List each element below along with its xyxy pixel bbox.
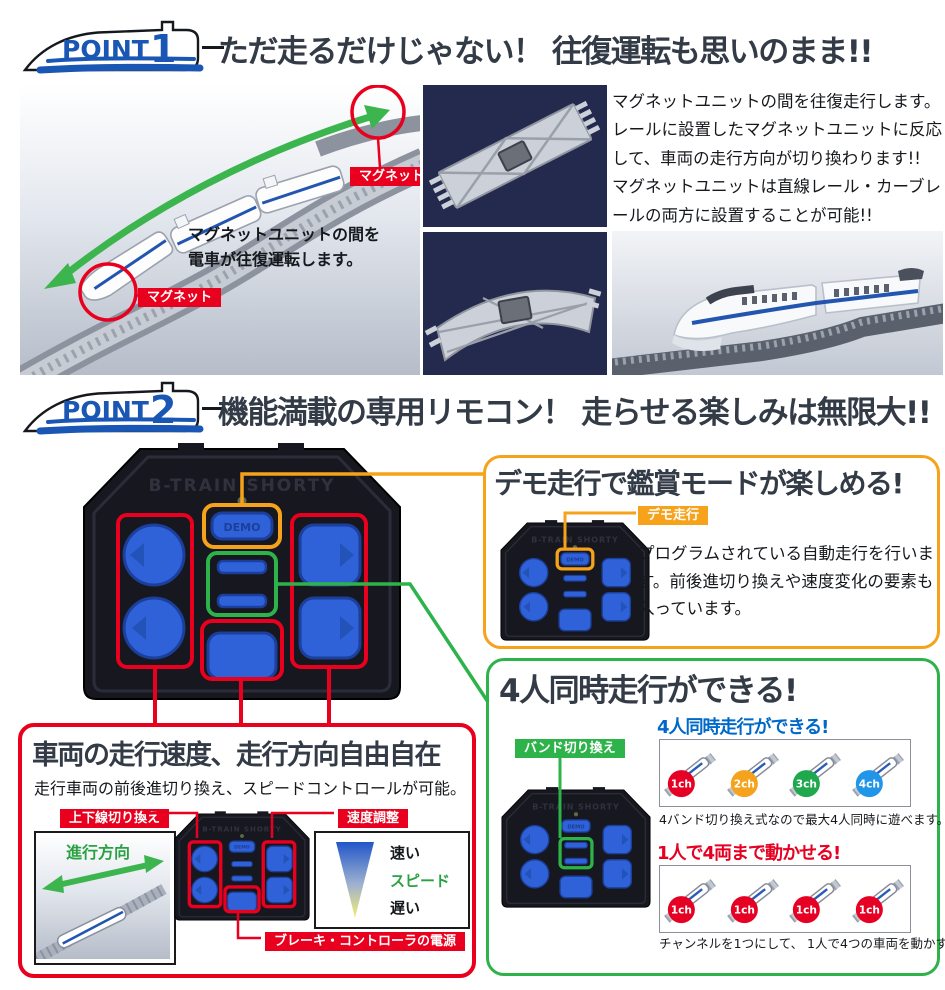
speed-adjust-tag: 速度調整	[338, 809, 409, 828]
svg-text:2ch: 2ch	[733, 777, 754, 790]
four-player-caption: 4バンド切り換え式なので最大4人同時に遊べます。	[659, 812, 945, 827]
speed-gradient-icon	[336, 842, 374, 918]
curved-rail-photo	[423, 232, 607, 375]
point1-train-photo	[612, 231, 943, 375]
demo-button-highlight	[202, 503, 282, 549]
svg-text:1ch: 1ch	[858, 903, 879, 916]
direction-buttons-highlight	[187, 840, 223, 909]
direction-label: 進行方向	[66, 843, 131, 862]
straight-rail-photo	[423, 85, 607, 227]
control-box-title: 車両の走行速度、走行方向自由自在	[32, 740, 442, 771]
round-trip-arrow-icon	[44, 105, 390, 289]
train-car-rear	[255, 165, 345, 214]
point1-badge-number: 1	[150, 27, 176, 71]
speed-mid-label: スピード	[390, 871, 451, 890]
magnet-callout-line-top	[376, 137, 382, 169]
four-channel-strip: 1ch 2ch 3ch 4ch	[659, 739, 911, 807]
power-button-highlight	[223, 885, 261, 914]
magnet-tag-top: マグネット	[350, 167, 420, 186]
band-buttons-highlight	[558, 837, 594, 870]
channel-train-1ch: 1ch	[726, 879, 779, 924]
point2-badge-label: POINT	[62, 396, 149, 425]
channel-train-1ch: 1ch	[664, 879, 717, 924]
magnet-unit	[497, 295, 533, 325]
demo-tag: デモ走行	[638, 506, 709, 525]
demo-remote-photo	[500, 520, 650, 641]
control-box-subtitle: 走行車両の前後進切り換え、スピードコントロールが可能。	[34, 779, 467, 798]
brake-power-tag: ブレーキ・コントローラの電源	[265, 932, 466, 951]
demo-feature-box: デモ走行で鑑賞モードが楽しめる! デモ走行 プログラムされている自動走行を行いま…	[483, 455, 940, 649]
multiplayer-feature-box: 4人同時走行ができる! バンド切り換え 4人同時走行ができる! 1ch 2ch	[486, 658, 945, 976]
point1-title: ただ走るだけじゃない！ 往復運転も思いのまま!!	[218, 34, 874, 70]
four-player-subhead: 4人同時走行ができる!	[657, 717, 829, 738]
svg-text:1ch: 1ch	[796, 903, 817, 916]
point2-badge-train-icon: POINT 2	[22, 381, 204, 435]
updown-switch-tag: 上下線切り換え	[60, 809, 170, 828]
point1-badge-label: POINT	[62, 35, 149, 64]
band-remote-photo	[501, 787, 651, 908]
speed-control-box: 車両の走行速度、走行方向自由自在 走行車両の前後進切り換え、スピードコントロール…	[18, 723, 476, 978]
channel-train-2ch: 2ch	[726, 753, 779, 798]
svg-text:3ch: 3ch	[796, 777, 817, 790]
channel-train-1ch: 1ch	[664, 753, 717, 798]
speed-slow-label: 遅い	[390, 899, 421, 917]
speed-diagram: 速い スピード 遅い	[314, 831, 470, 929]
speed-fast-label: 速い	[390, 844, 421, 862]
channel-train-1ch: 1ch	[789, 879, 842, 924]
solo-subhead: 1人で4両まで動かせる!	[657, 843, 841, 864]
point1-photo-art	[20, 85, 420, 375]
train-car-middle	[170, 195, 262, 254]
direction-diagram: 進行方向	[34, 831, 176, 965]
point1-badge-train-icon: POINT 1	[22, 20, 204, 74]
band-buttons-highlight	[206, 551, 278, 617]
demo-box-title: デモ走行で鑑賞モードが楽しめる!	[494, 467, 904, 500]
point2-title: 機能満載の専用リモコン！ 走らせる楽しみは無限大!!	[218, 395, 932, 431]
control-remote-photo	[174, 811, 310, 921]
point1-main-photo: マグネット マグネット マグネットユニットの間を 電車が往復運転します。	[20, 85, 420, 375]
direction-arrow-icon	[42, 855, 164, 893]
svg-text:1ch: 1ch	[671, 777, 692, 790]
channel-train-4ch: 4ch	[851, 753, 904, 798]
single-channel-strip: 1ch 1ch 1ch 1ch	[659, 865, 911, 933]
svg-text:4ch: 4ch	[858, 777, 879, 790]
point1-description: マグネットユニットの間を往復走行します。 レールに設置したマグネットユニットに反…	[612, 92, 942, 225]
speed-buttons-highlight	[261, 840, 297, 909]
multi-box-title: 4人同時走行ができる!	[499, 673, 798, 709]
band-switch-tag: バンド切り換え	[515, 739, 625, 758]
solo-caption: チャンネルを1つにして、 1人で4つの車両を動かすことができる!	[659, 936, 945, 951]
point1-photo-caption: マグネットユニットの間を 電車が往復運転します。	[188, 225, 381, 269]
svg-text:1ch: 1ch	[671, 903, 692, 916]
train-car-front	[79, 231, 174, 301]
svg-text:1ch: 1ch	[733, 903, 754, 916]
demo-box-description: プログラムされている自動走行を行います。前後進切り換えや速度変化の要素も入ってい…	[638, 544, 935, 619]
demo-button-highlight	[555, 547, 595, 571]
main-remote-photo	[82, 443, 402, 701]
point1-connector-line	[202, 46, 224, 49]
magnet-tag-bottom: マグネット	[138, 288, 222, 307]
magnet-unit	[497, 140, 533, 172]
channel-train-3ch: 3ch	[789, 753, 842, 798]
point2-connector-line	[202, 407, 224, 410]
magnet-circle-bottom	[78, 262, 138, 322]
point2-badge-number: 2	[150, 388, 176, 432]
channel-train-1ch: 1ch	[851, 879, 904, 924]
